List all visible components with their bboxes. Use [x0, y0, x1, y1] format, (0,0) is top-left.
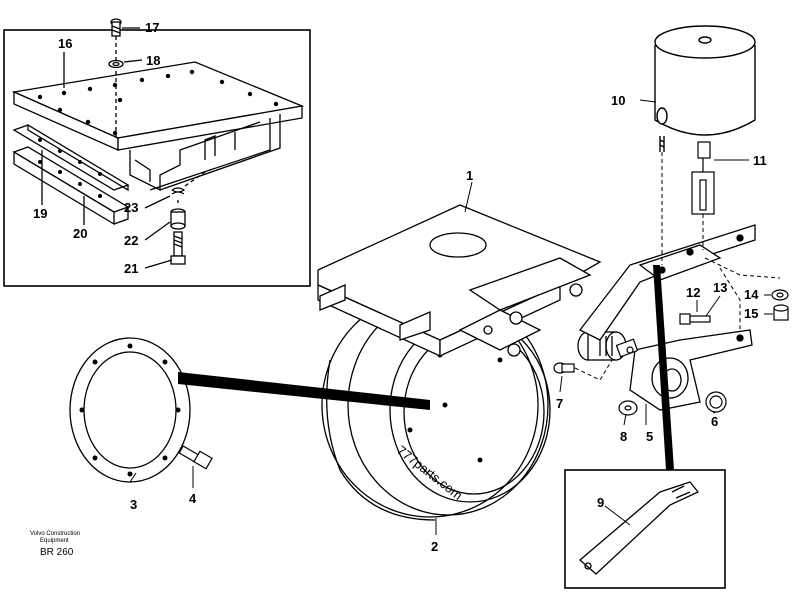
screw-7	[553, 362, 575, 374]
label-17: 17	[145, 20, 159, 35]
caption-code: BR 260	[40, 547, 74, 558]
wear-strip-19	[12, 124, 130, 192]
label-2: 2	[431, 539, 438, 554]
washer-18	[108, 59, 124, 69]
flange-leader-band	[178, 372, 430, 410]
inset-detail-box	[3, 18, 311, 287]
inset-labels: 17 18 16 19 20 23 22 21	[33, 20, 160, 276]
clevis-11	[691, 141, 715, 215]
bushing-22	[170, 208, 186, 230]
nut-15	[773, 304, 789, 321]
label-4: 4	[189, 491, 197, 506]
label-21: 21	[124, 261, 138, 276]
label-3: 3	[130, 497, 137, 512]
label-18: 18	[146, 53, 160, 68]
bracket-9-inset	[564, 469, 726, 589]
label-14: 14	[744, 287, 759, 302]
label-11: 11	[753, 153, 767, 168]
label-5: 5	[646, 429, 653, 444]
mounting-plate	[11, 61, 305, 151]
label-10: 10	[611, 93, 625, 108]
bolt-21	[170, 200, 186, 265]
brake-chamber	[654, 25, 756, 152]
main-leaders	[129, 99, 773, 535]
label-20: 20	[73, 226, 87, 241]
seal-ring-6	[705, 391, 727, 413]
label-1: 1	[466, 168, 473, 183]
spring-23	[171, 167, 216, 195]
washer-14	[771, 289, 789, 301]
slack-adjuster	[629, 329, 753, 411]
label-7: 7	[556, 396, 563, 411]
main-labels: 1 2 3 4 5 6 7 8 9 10 11 12 13 14 15	[130, 93, 767, 554]
label-12: 12	[686, 285, 700, 300]
wear-strip-20	[12, 138, 130, 226]
label-6: 6	[711, 414, 718, 429]
label-13: 13	[713, 280, 727, 295]
label-16: 16	[58, 36, 72, 51]
bolt-12	[679, 313, 711, 325]
plate-frame	[129, 114, 281, 192]
label-22: 22	[124, 233, 138, 248]
label-15: 15	[744, 306, 758, 321]
screw-17	[110, 18, 122, 140]
caption-line1: Volvo Construction	[30, 531, 80, 537]
clevis-link	[615, 338, 639, 358]
label-23: 23	[124, 200, 138, 215]
brake-caliper-bracket	[317, 204, 602, 358]
flange-ring	[69, 337, 191, 483]
caption: Volvo Construction Equipment BR 260	[30, 531, 80, 558]
caption-line2: Equipment	[40, 538, 69, 544]
label-9: 9	[597, 495, 604, 510]
label-8: 8	[620, 429, 627, 444]
bracket-leader-band	[653, 265, 674, 470]
label-19: 19	[33, 206, 47, 221]
bolt-4	[178, 445, 213, 470]
nut-8	[618, 400, 638, 416]
assembly-guides	[574, 152, 781, 381]
